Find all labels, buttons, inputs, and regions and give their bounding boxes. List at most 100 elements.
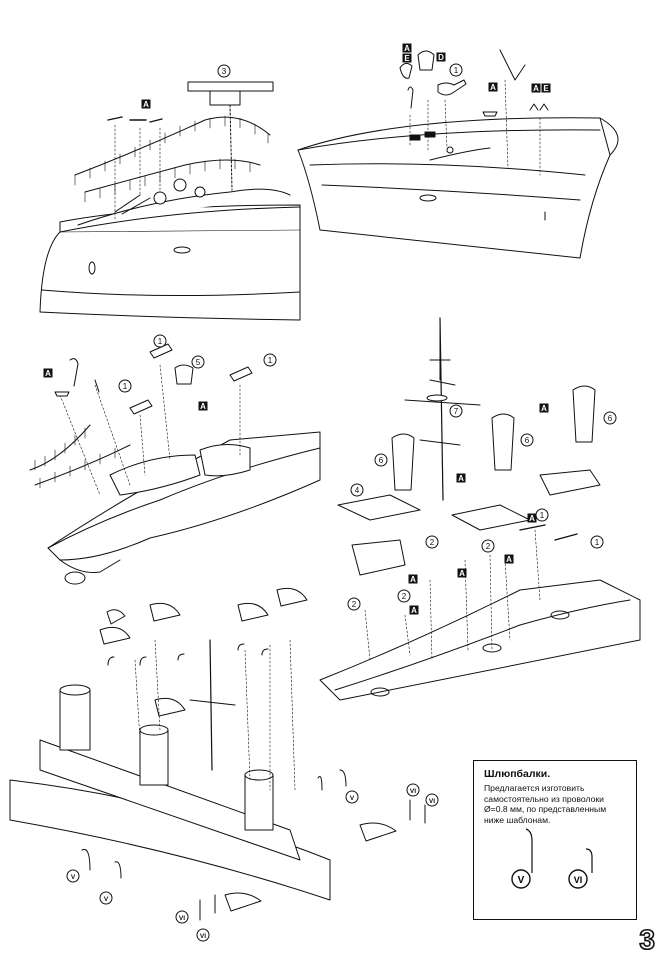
note-line: Ø=0.8 мм, по представленным bbox=[484, 804, 607, 815]
callout-6-icon: 6 bbox=[520, 433, 534, 447]
callout-1-icon: 1 bbox=[535, 508, 549, 522]
svg-text:VI: VI bbox=[179, 915, 185, 922]
svg-text:D: D bbox=[438, 53, 444, 62]
template-vi-icon: VI bbox=[568, 869, 588, 889]
label-a-icon: A bbox=[531, 83, 541, 93]
callout-vi-icon: VI bbox=[406, 783, 420, 797]
svg-text:1: 1 bbox=[268, 356, 273, 365]
label-a-icon: A bbox=[43, 368, 53, 378]
label-a-icon: A bbox=[456, 473, 466, 483]
callout-vi-icon: VI bbox=[175, 910, 189, 924]
callout-1-icon: 1 bbox=[118, 379, 132, 393]
label-a-icon: A bbox=[141, 99, 151, 109]
svg-text:A: A bbox=[459, 569, 465, 578]
svg-text:A: A bbox=[410, 575, 416, 584]
svg-text:A: A bbox=[506, 555, 512, 564]
callout-4-icon: 4 bbox=[350, 483, 364, 497]
label-a-icon: A bbox=[504, 554, 514, 564]
svg-text:A: A bbox=[404, 44, 410, 53]
callout-6-icon: 6 bbox=[603, 411, 617, 425]
svg-text:1: 1 bbox=[595, 538, 600, 547]
callout-2-icon: 2 bbox=[481, 539, 495, 553]
svg-text:4: 4 bbox=[355, 486, 360, 495]
svg-text:V: V bbox=[71, 874, 76, 881]
template-v-wire bbox=[525, 828, 533, 873]
callout-2-icon: 2 bbox=[347, 597, 361, 611]
callout-1-icon: 1 bbox=[449, 63, 463, 77]
label-a-icon: A bbox=[457, 568, 467, 578]
midship-boats-drawing bbox=[9, 587, 426, 921]
label-e-icon: E bbox=[541, 83, 551, 93]
svg-text:VI: VI bbox=[200, 933, 206, 940]
callout-v-icon: V bbox=[99, 891, 113, 905]
callout-1-icon: 1 bbox=[153, 334, 167, 348]
label-e-icon: E bbox=[402, 53, 412, 63]
note-line: ниже шаблонам. bbox=[484, 814, 551, 825]
callout-1-icon: 1 bbox=[263, 353, 277, 367]
label-a-icon: A bbox=[539, 403, 549, 413]
label-a-icon: A bbox=[408, 574, 418, 584]
callout-v-icon: V bbox=[66, 869, 80, 883]
note-line: Предлагается изготовить bbox=[484, 783, 585, 793]
svg-text:6: 6 bbox=[525, 436, 530, 445]
svg-text:3: 3 bbox=[222, 67, 227, 76]
callout-v-icon: V bbox=[345, 790, 359, 804]
template-v-icon: V bbox=[511, 869, 531, 889]
callout-2-icon: 2 bbox=[397, 589, 411, 603]
svg-text:2: 2 bbox=[352, 600, 357, 609]
superstructure-drawing bbox=[319, 317, 641, 701]
svg-text:A: A bbox=[200, 402, 206, 411]
callout-vi-icon: VI bbox=[425, 793, 439, 807]
svg-text:A: A bbox=[490, 83, 496, 92]
svg-text:E: E bbox=[404, 54, 410, 63]
page-number: 3 bbox=[639, 923, 656, 956]
label-a-icon: A bbox=[409, 605, 419, 615]
svg-text:6: 6 bbox=[608, 414, 613, 423]
callout-5-icon: 5 bbox=[191, 355, 205, 369]
label-a-icon: A bbox=[527, 513, 537, 523]
svg-text:1: 1 bbox=[454, 66, 459, 75]
svg-text:A: A bbox=[541, 404, 547, 413]
callout-3-icon: 3 bbox=[217, 64, 231, 78]
svg-text:V: V bbox=[518, 875, 525, 886]
svg-text:7: 7 bbox=[454, 407, 459, 416]
callout-6-icon: 6 bbox=[374, 453, 388, 467]
svg-text:VI: VI bbox=[429, 798, 435, 805]
svg-text:A: A bbox=[458, 474, 464, 483]
callout-2-icon: 2 bbox=[425, 535, 439, 549]
svg-text:1: 1 bbox=[540, 511, 545, 520]
svg-text:E: E bbox=[543, 84, 549, 93]
callout-vi-icon: VI bbox=[196, 928, 210, 942]
svg-text:A: A bbox=[143, 100, 149, 109]
svg-text:2: 2 bbox=[430, 538, 435, 547]
svg-text:A: A bbox=[533, 84, 539, 93]
davit-templates: V VI bbox=[511, 828, 593, 889]
svg-text:6: 6 bbox=[379, 456, 384, 465]
svg-text:2: 2 bbox=[486, 542, 491, 551]
label-a-icon: A bbox=[488, 82, 498, 92]
svg-text:A: A bbox=[45, 369, 51, 378]
forecastle-drawing bbox=[297, 49, 619, 259]
svg-text:V: V bbox=[104, 896, 109, 903]
bow-guns-drawing bbox=[29, 343, 321, 585]
template-vi-wire bbox=[585, 848, 593, 873]
note-body: Предлагается изготовить самостоятельно и… bbox=[484, 783, 632, 825]
svg-text:1: 1 bbox=[158, 337, 163, 346]
svg-text:V: V bbox=[350, 795, 355, 802]
svg-text:VI: VI bbox=[574, 875, 583, 885]
callout-1-icon: 1 bbox=[590, 535, 604, 549]
svg-text:VI: VI bbox=[410, 788, 416, 795]
note-line: самостоятельно из проволоки bbox=[484, 793, 604, 804]
label-d-icon: D bbox=[436, 52, 446, 62]
svg-text:A: A bbox=[411, 606, 417, 615]
svg-text:A: A bbox=[529, 514, 535, 523]
callout-7-icon: 7 bbox=[449, 404, 463, 418]
svg-text:2: 2 bbox=[402, 592, 407, 601]
label-a-icon: A bbox=[402, 43, 412, 53]
svg-text:1: 1 bbox=[123, 382, 128, 391]
label-a-icon: A bbox=[198, 401, 208, 411]
svg-text:5: 5 bbox=[196, 358, 201, 367]
bow-section-drawing bbox=[39, 81, 301, 321]
